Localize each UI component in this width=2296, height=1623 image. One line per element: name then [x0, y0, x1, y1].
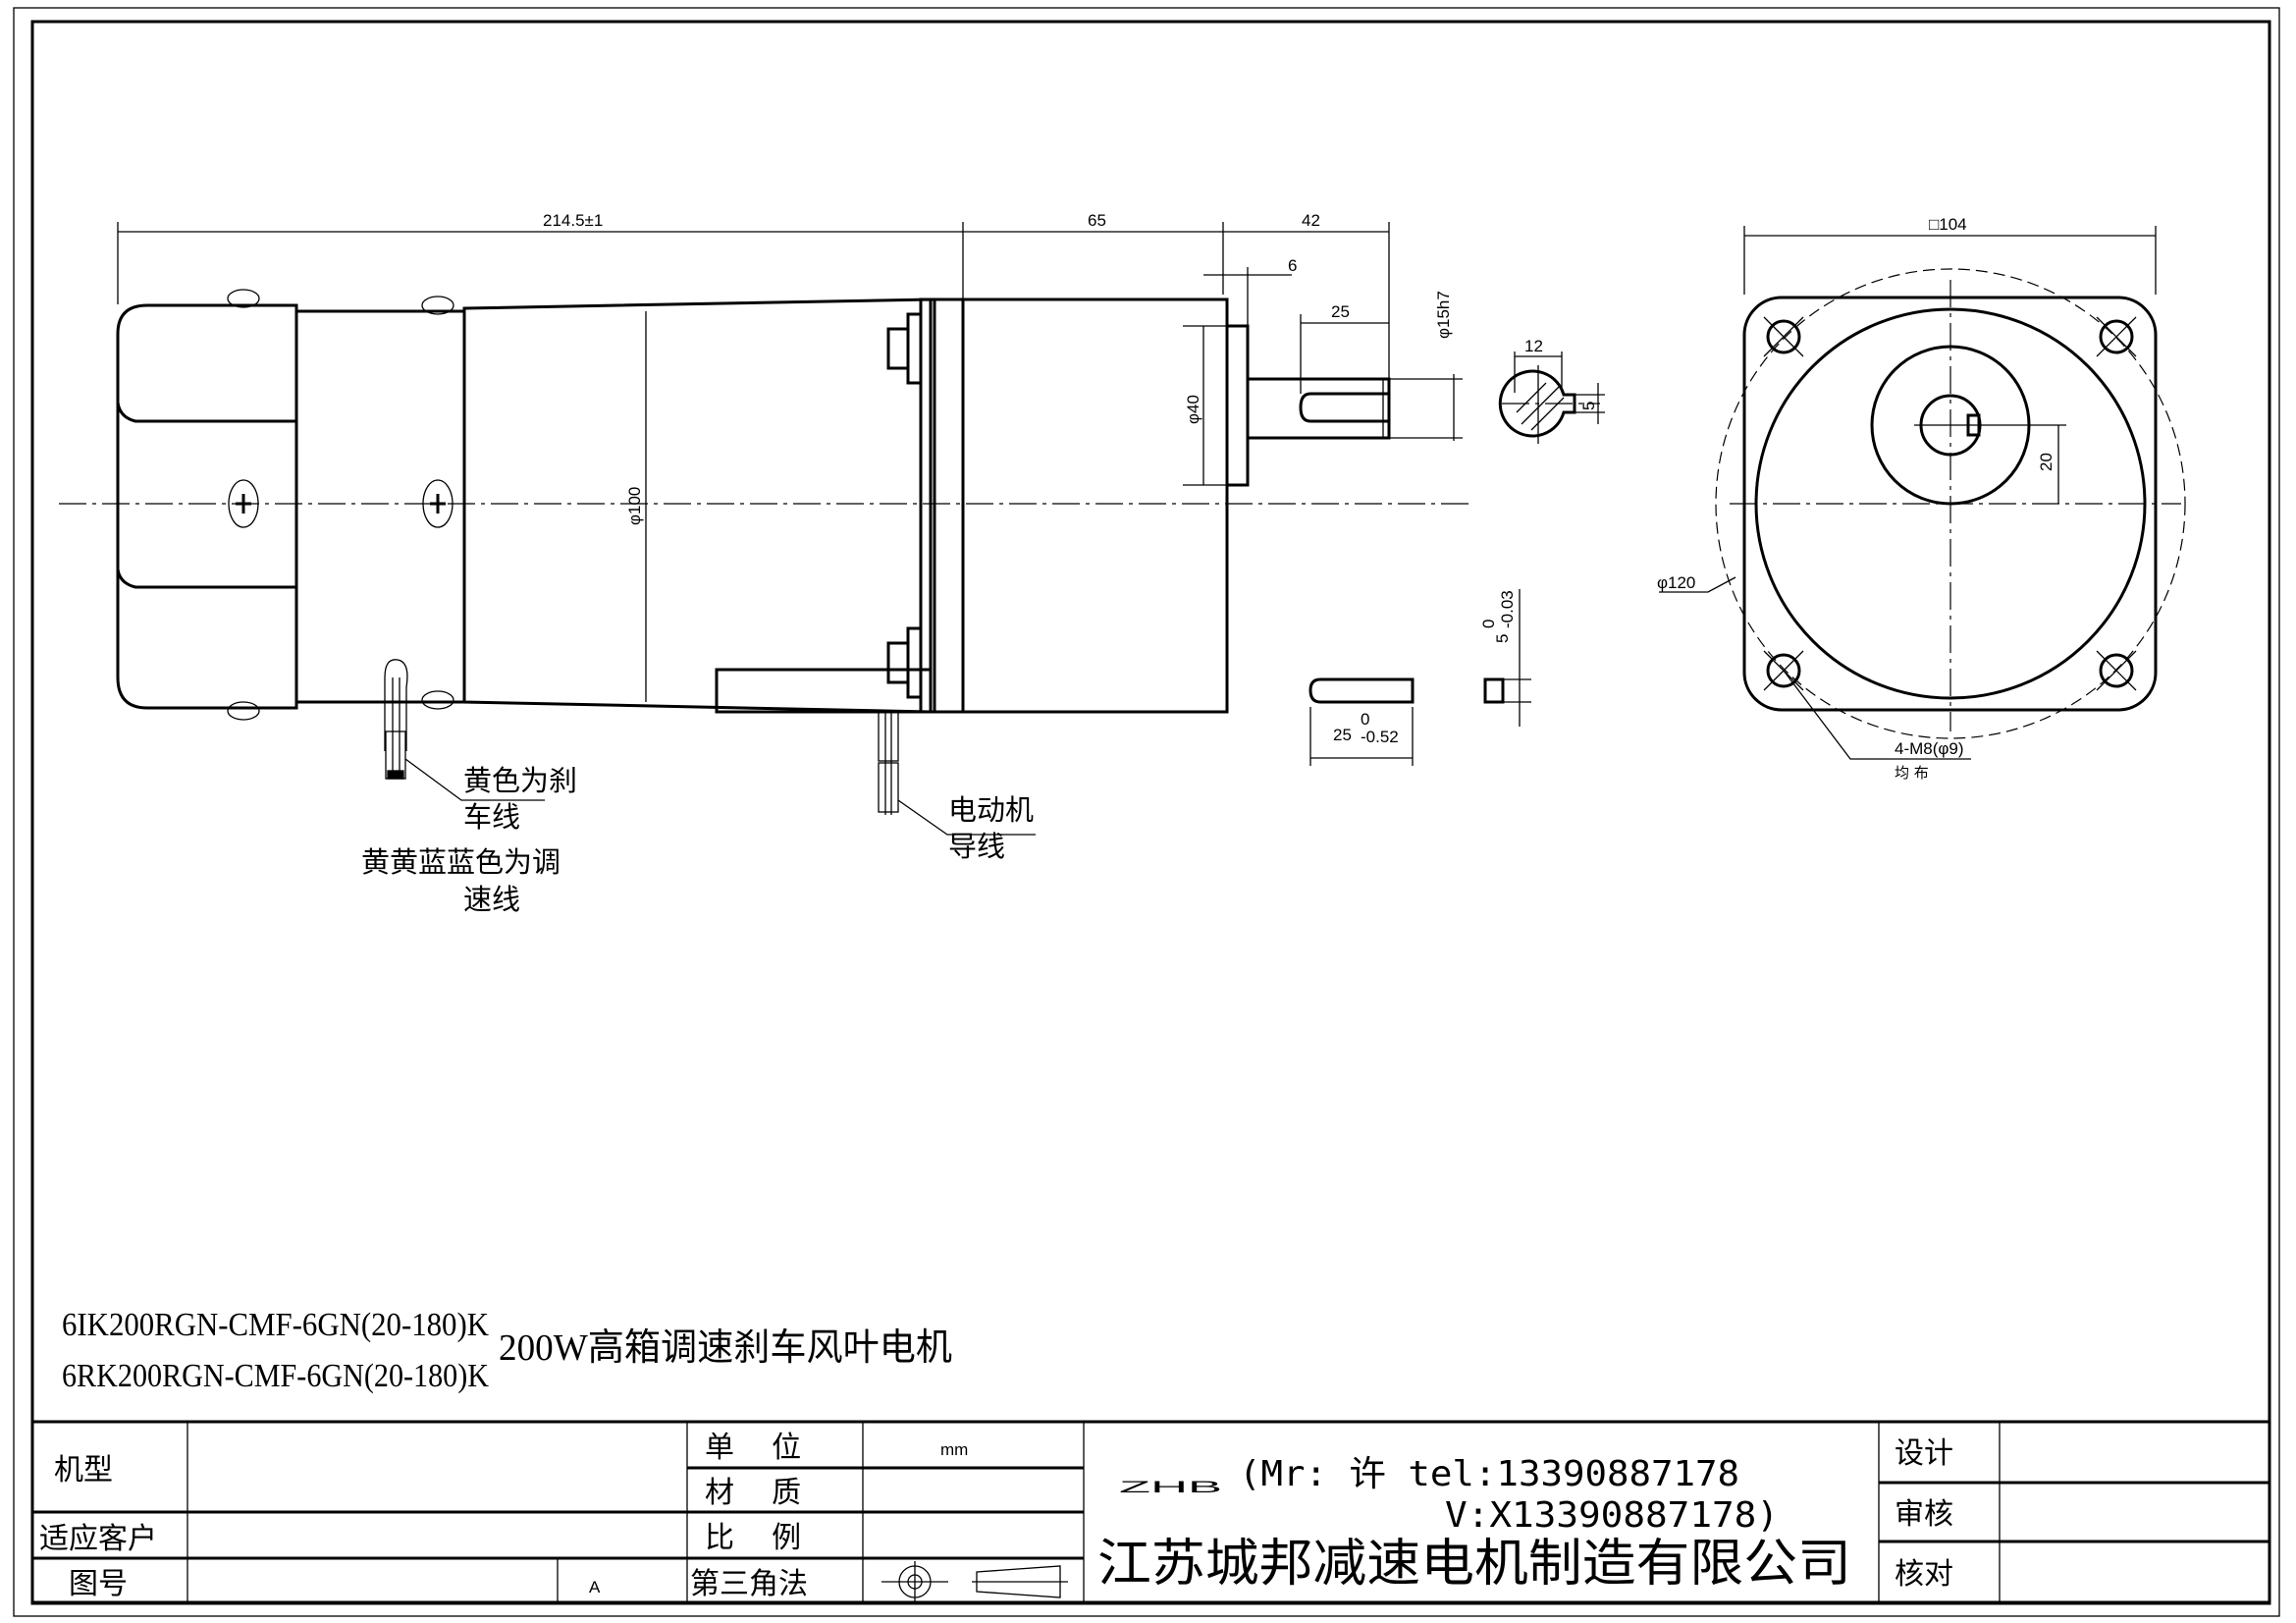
material-label: 材 质	[705, 1476, 801, 1510]
screws	[227, 289, 454, 721]
output-shaft	[1246, 377, 1391, 440]
fan-cover-ribs	[116, 402, 296, 589]
dim-keyway-width: 5	[1579, 402, 1598, 410]
pcd-circle	[1715, 268, 2186, 739]
front-view	[1659, 226, 2186, 760]
speed-wire-label-2: 速线	[463, 883, 520, 916]
product-model-1: 6IK200RGN-CMF-6GN(20-180)K	[62, 1307, 489, 1343]
brake-wire-label-1: 黄色为刹	[463, 764, 577, 797]
dim-holes: 4-M8(φ9)	[1895, 739, 1964, 758]
revision: A	[589, 1578, 601, 1596]
flange	[919, 298, 936, 714]
dim-pcd: φ120	[1657, 573, 1695, 592]
dim-boss-length: 6	[1288, 256, 1297, 275]
dim-shaft-dia: φ15h7	[1434, 291, 1453, 339]
unit-label: 单 位	[705, 1431, 801, 1465]
dim-key-w-main: 5	[1493, 634, 1512, 643]
dim-key-len-tol-upper: 0	[1361, 710, 1369, 729]
review-label: 审核	[1895, 1497, 1953, 1532]
terminal-box	[715, 668, 933, 714]
keyway	[1299, 392, 1389, 423]
boss	[1225, 324, 1250, 487]
contact-line-2: V:X13390887178)	[1445, 1495, 1779, 1536]
contact-line-1: (Mr: 许 tel:13390887178	[1239, 1454, 1739, 1494]
third-angle-projection-icon	[881, 1561, 1068, 1602]
brake-wire-label-2: 车线	[463, 800, 520, 834]
model-label: 机型	[54, 1453, 113, 1488]
motor-wire-label-2: 导线	[948, 830, 1005, 863]
dim-key-w-tol-lower: -0.03	[1498, 590, 1517, 628]
gearbox	[933, 298, 1229, 714]
unit-value: mm	[940, 1440, 968, 1459]
motor-wire-label-1: 电动机	[948, 793, 1034, 827]
motor-wires	[878, 711, 899, 815]
motor-body	[462, 298, 933, 714]
brand-logo: ZHB	[1119, 1478, 1222, 1496]
key-detail	[1308, 589, 1531, 766]
nut-bottom	[886, 641, 910, 684]
dim-holes-note: 均 布	[1895, 764, 1929, 782]
design-label: 设计	[1895, 1436, 1953, 1471]
dim-section-width: 12	[1524, 337, 1543, 355]
scale-label: 比 例	[705, 1521, 801, 1555]
dim-gearbox-length: 65	[1088, 211, 1106, 230]
product-model-2: 6RK200RGN-CMF-6GN(20-180)K	[62, 1358, 489, 1394]
dim-overall-length: 214.5±1	[543, 211, 603, 230]
dim-key-length: 25	[1331, 302, 1350, 321]
dim-key-len-main: 25	[1333, 726, 1352, 744]
projection-label: 第三角法	[690, 1567, 808, 1601]
product-name: 200W高箱调速刹车风叶电机	[499, 1327, 952, 1369]
speed-wire-label-1: 黄黄蓝蓝色为调	[361, 845, 561, 879]
outer-border	[13, 7, 2280, 1617]
dim-key-w-tol-upper: 0	[1479, 620, 1498, 628]
side-view: 黄色为刹 车线 黄黄蓝蓝色为调 速线 电动机 导线	[59, 289, 1472, 916]
dimension-lines	[117, 222, 1463, 702]
company-name: 江苏城邦减速电机制造有限公司	[1097, 1535, 1851, 1594]
brake-wires	[384, 659, 408, 780]
shaft-section	[1498, 352, 1605, 444]
dim-square-size: □104	[1929, 215, 1967, 234]
dim-key-len-tol-lower: -0.52	[1361, 728, 1399, 746]
dim-boss-dia: φ40	[1184, 395, 1202, 424]
title-block	[30, 1420, 2271, 1605]
check-label: 核对	[1895, 1557, 1953, 1592]
fan-cover	[116, 303, 298, 710]
drawing-no-label: 图号	[69, 1567, 128, 1601]
dim-offset: 20	[2037, 453, 2056, 471]
customer-label: 适应客户	[39, 1522, 157, 1556]
nut-top	[886, 327, 910, 370]
dim-body-dia: φ100	[625, 487, 644, 525]
dim-shaft-length: 42	[1302, 211, 1320, 230]
